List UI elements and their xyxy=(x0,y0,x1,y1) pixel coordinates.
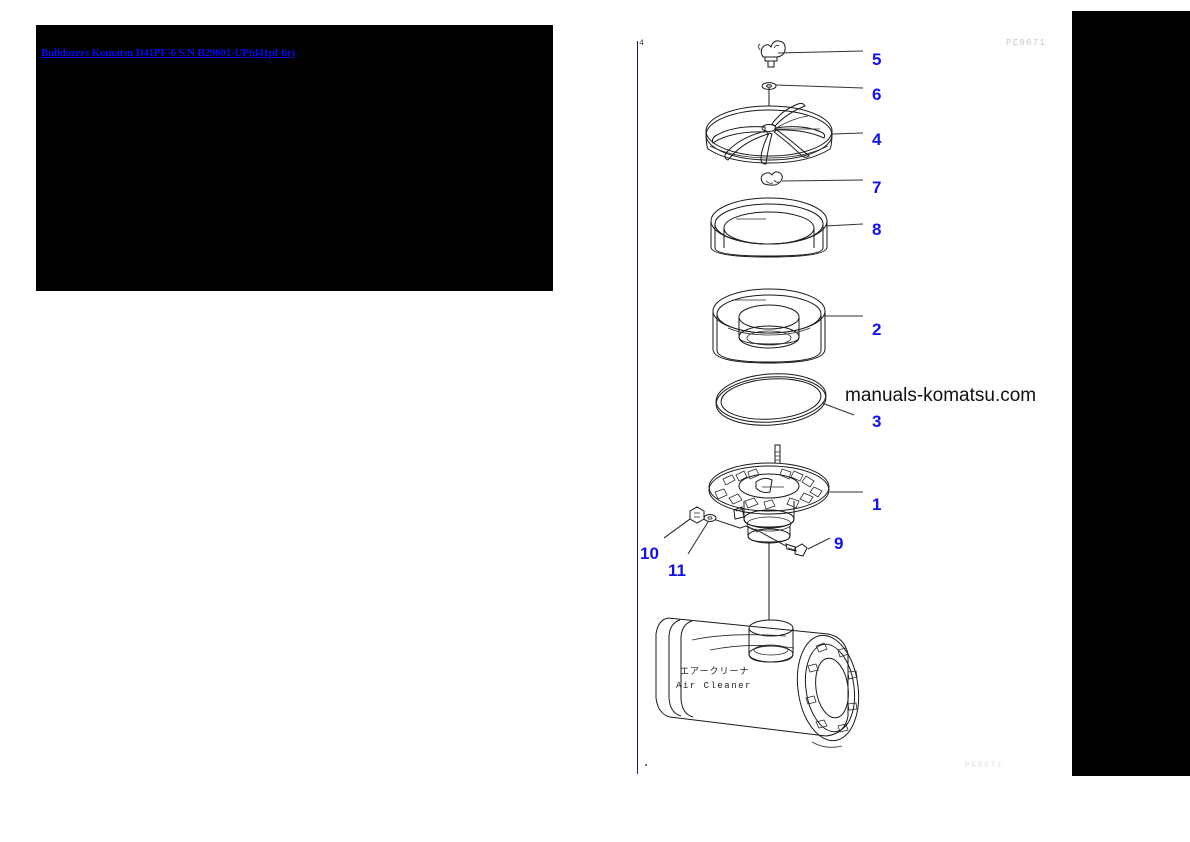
part-bolt-9-drawing xyxy=(785,543,808,557)
part-outer-element-drawing xyxy=(712,288,826,364)
callout-5[interactable]: 5 xyxy=(872,50,882,69)
callout-7[interactable]: 7 xyxy=(872,178,882,197)
callout-10[interactable]: 10 xyxy=(640,544,659,563)
callout-8[interactable]: 8 xyxy=(872,220,882,239)
page-footer-code: PE8671 xyxy=(965,761,1004,770)
callout-9[interactable]: 9 xyxy=(834,534,844,553)
page-frame-left-border xyxy=(637,41,638,774)
part-retaining-clip-drawing xyxy=(760,171,783,186)
body-label-en-text: Air Cleaner xyxy=(676,681,752,691)
part-dust-cup-drawing xyxy=(710,197,828,258)
page-header-code: PE8671 xyxy=(1006,38,1047,48)
air-cleaner-exploded-drawing: エアークリーナ Air Cleaner xyxy=(655,40,864,748)
callout-3[interactable]: 3 xyxy=(872,412,882,431)
callout-2[interactable]: 2 xyxy=(872,320,882,339)
callout-4[interactable]: 4 xyxy=(872,130,882,149)
callout-1[interactable]: 1 xyxy=(872,495,882,514)
part-o-ring-drawing xyxy=(715,373,827,426)
right-black-block xyxy=(1072,11,1190,776)
left-black-panel: Bulldozers Komatsu D41PF-6 S/N B29001-UP… xyxy=(36,25,553,291)
body-label-jp-text: エアークリーナ xyxy=(680,666,749,677)
callout-6[interactable]: 6 xyxy=(872,85,882,104)
part-pre-cleaner-vane-drawing xyxy=(705,88,833,165)
catalog-title-link[interactable]: Bulldozers Komatsu D41PF-6 S/N B29001-UP… xyxy=(41,47,295,59)
part-washer-11-drawing xyxy=(703,514,717,522)
part-air-cleaner-body-drawing: エアークリーナ Air Cleaner xyxy=(655,617,860,742)
footer-dot-mark xyxy=(645,764,647,766)
part-cover-assembly-drawing xyxy=(708,444,830,544)
site-watermark: manuals-komatsu.com xyxy=(845,385,1037,406)
part-wing-nut-drawing xyxy=(758,40,786,68)
diagram-panel xyxy=(632,0,1072,790)
callout-11[interactable]: 11 xyxy=(668,561,686,580)
part-nut-10-drawing xyxy=(689,506,705,524)
page-corner-mark: 4 xyxy=(639,39,644,48)
